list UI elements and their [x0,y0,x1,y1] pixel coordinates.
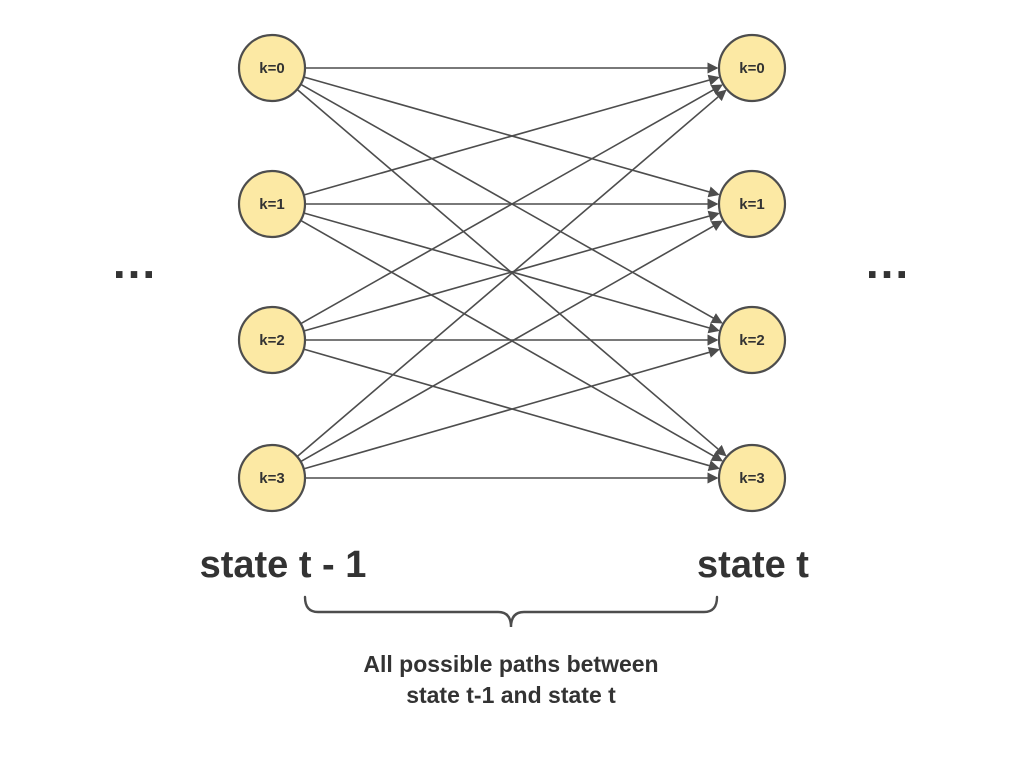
state-node: k=2 [717,305,787,375]
edges-layer [296,62,727,484]
left-column-nodes: k=0 k=1 k=2 k=3 [237,33,307,513]
state-node: k=0 [717,33,787,103]
node-label: k=3 [259,470,284,487]
node-circle [237,169,307,239]
node-label: k=2 [739,332,764,349]
transition-edge [300,220,723,463]
node-circle [717,305,787,375]
node-label: k=0 [259,60,284,77]
left-axis-label: state t - 1 [200,544,367,586]
node-circle [237,33,307,103]
transition-edge [296,89,727,458]
node-circle [717,33,787,103]
node-circle [717,169,787,239]
right-ellipsis: ... [866,236,910,288]
node-label: k=1 [259,196,284,213]
node-circle [717,443,787,513]
node-circle [237,443,307,513]
right-column-nodes: k=0 k=1 k=2 k=3 [717,33,787,513]
state-node: k=2 [237,305,307,375]
node-label: k=0 [739,60,764,77]
node-circle [237,305,307,375]
state-node: k=3 [237,443,307,513]
state-node: k=1 [717,169,787,239]
brace [303,595,719,628]
node-label: k=3 [739,470,764,487]
transition-edge [300,84,723,325]
right-axis-label: state t [697,544,809,586]
transition-edge [303,74,720,196]
state-node: k=1 [237,169,307,239]
caption-line-2: state t-1 and state t [406,682,616,708]
node-label: k=2 [259,332,284,349]
left-ellipsis: ... [113,236,157,288]
node-label: k=1 [739,196,764,213]
caption-line-1: All possible paths between [363,651,658,677]
transition-edge [303,210,720,332]
transition-edge [303,346,720,470]
state-node: k=3 [717,443,787,513]
state-node: k=0 [237,33,307,103]
